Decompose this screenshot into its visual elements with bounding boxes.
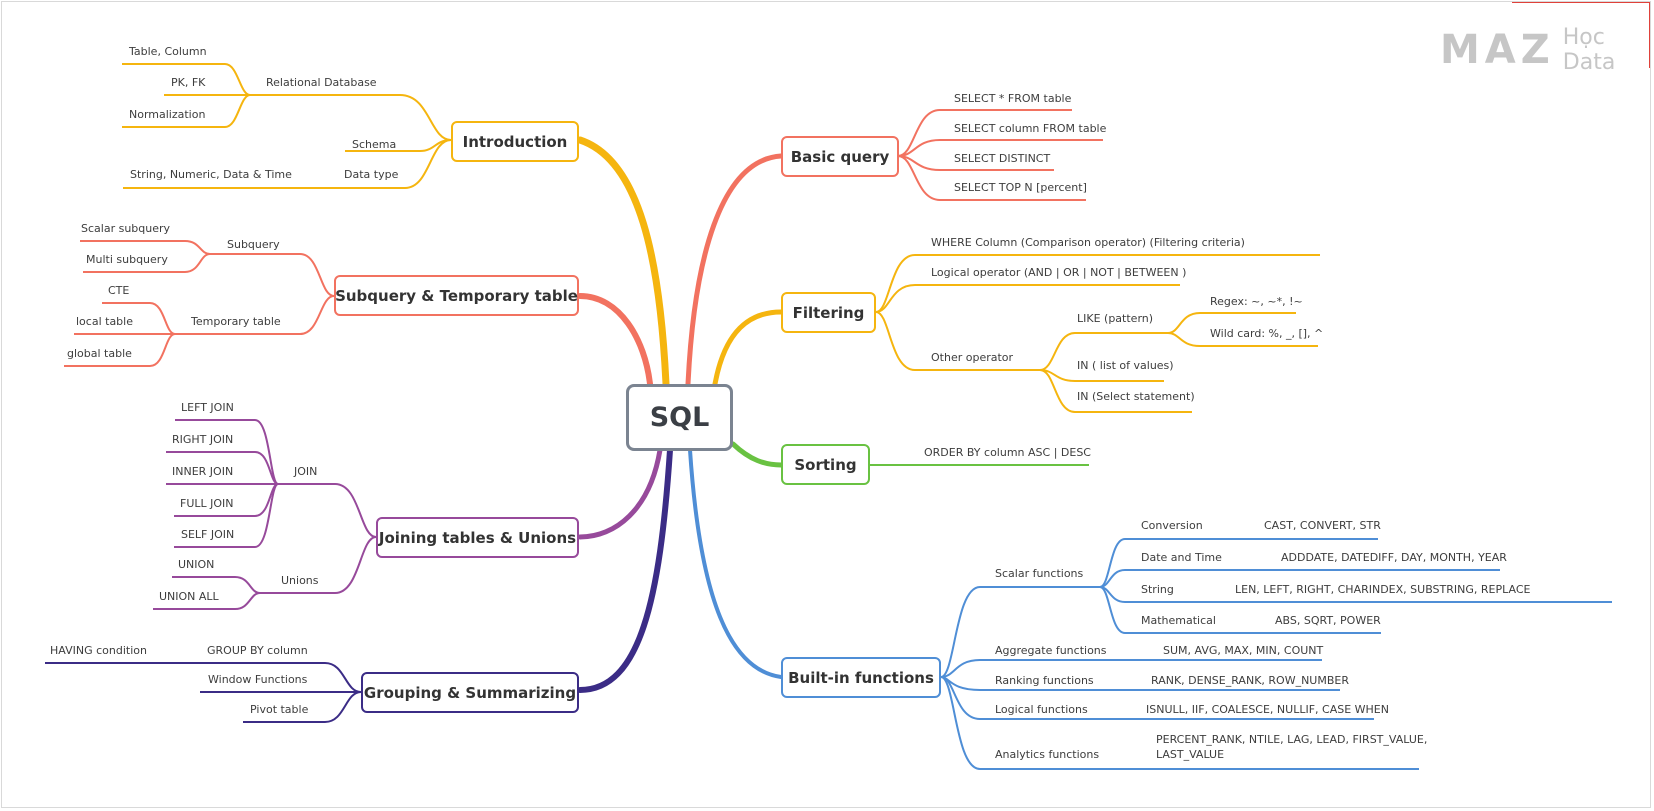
label-in-list: IN ( list of values) <box>1077 359 1174 372</box>
label-analytics-values-1: PERCENT_RANK, NTILE, LAG, LEAD, FIRST_VA… <box>1156 733 1428 746</box>
label-aggregate: Aggregate functions <box>995 644 1107 657</box>
label-data-type: Data type <box>344 168 399 181</box>
label-mathematical-values: ABS, SQRT, POWER <box>1275 614 1381 627</box>
branch-filtering <box>712 309 784 387</box>
label-pk-fk: PK, FK <box>171 76 206 89</box>
label-logical-operator: Logical operator (AND | OR | NOT | BETWE… <box>931 266 1187 279</box>
corner-accent-line <box>1512 2 1649 3</box>
label-group-by: GROUP BY column <box>207 644 308 657</box>
branch-joining <box>577 447 663 540</box>
label-select-all: SELECT * FROM table <box>954 92 1072 105</box>
root-node-sql[interactable]: SQL <box>626 384 733 451</box>
maz-logo-text: Học Data <box>1562 25 1616 75</box>
label-select-top: SELECT TOP N [percent] <box>954 181 1087 194</box>
label-unions: Unions <box>281 574 319 587</box>
label-regex: Regex: ~, ~*, !~ <box>1210 295 1303 308</box>
label-mathematical: Mathematical <box>1141 614 1216 627</box>
label-normalization: Normalization <box>129 108 206 121</box>
label-local-table: local table <box>76 315 133 328</box>
label-schema: Schema <box>352 138 397 151</box>
label-scalar-subquery: Scalar subquery <box>81 222 171 235</box>
label-conversion: Conversion <box>1141 519 1203 532</box>
maz-logo: MAZ Học Data <box>1440 25 1654 75</box>
label-having: HAVING condition <box>50 644 147 657</box>
label-like: LIKE (pattern) <box>1077 312 1154 325</box>
label-global-table: global table <box>67 347 132 360</box>
label-logical-functions-values: ISNULL, IIF, COALESCE, NULLIF, CASE WHEN <box>1146 703 1389 716</box>
topic-subquery-temporary-table[interactable]: Subquery & Temporary table <box>334 275 579 316</box>
label-select-column: SELECT column FROM table <box>954 122 1107 135</box>
label-ranking: Ranking functions <box>995 674 1094 687</box>
branch-basic-query <box>685 153 784 387</box>
branch-subquery <box>577 293 653 387</box>
label-subquery: Subquery <box>227 238 280 251</box>
label-analytics: Analytics functions <box>995 748 1100 761</box>
label-wildcard: Wild card: %, _, [], ^ <box>1210 327 1324 340</box>
topic-grouping-summarizing[interactable]: Grouping & Summarizing <box>361 672 579 713</box>
label-conversion-values: CAST, CONVERT, STR <box>1264 519 1381 532</box>
label-date-time: Date and Time <box>1141 551 1222 564</box>
branch-sorting <box>730 441 784 468</box>
topic-basic-query[interactable]: Basic query <box>781 136 899 177</box>
label-select-distinct: SELECT DISTINCT <box>954 152 1051 165</box>
label-full-join: FULL JOIN <box>180 497 234 510</box>
label-analytics-values-2: LAST_VALUE <box>1156 748 1225 761</box>
label-aggregate-values: SUM, AVG, MAX, MIN, COUNT <box>1163 644 1324 657</box>
topic-filtering[interactable]: Filtering <box>781 292 876 333</box>
topic-joining-tables-unions[interactable]: Joining tables & Unions <box>376 517 579 558</box>
label-left-join: LEFT JOIN <box>181 401 234 414</box>
label-pivot-table: Pivot table <box>250 703 309 716</box>
label-where: WHERE Column (Comparison operator) (Filt… <box>931 236 1245 249</box>
label-data-type-values: String, Numeric, Data & Time <box>130 168 292 181</box>
label-date-time-values: ADDDATE, DATEDIFF, DAY, MONTH, YEAR <box>1281 551 1507 564</box>
topic-introduction[interactable]: Introduction <box>451 121 579 162</box>
maz-logo-mark: MAZ <box>1440 27 1555 73</box>
label-table-column: Table, Column <box>129 45 207 58</box>
label-in-select: IN (Select statement) <box>1077 390 1195 403</box>
label-inner-join: INNER JOIN <box>172 465 234 478</box>
label-relational-database: Relational Database <box>266 76 377 89</box>
branch-builtin <box>688 448 783 679</box>
label-string-values: LEN, LEFT, RIGHT, CHARINDEX, SUBSTRING, … <box>1235 583 1531 596</box>
label-temporary-table: Temporary table <box>191 315 281 328</box>
label-union: UNION <box>178 558 215 571</box>
label-union-all: UNION ALL <box>159 590 219 603</box>
label-window-functions: Window Functions <box>208 673 308 686</box>
topic-sorting[interactable]: Sorting <box>781 444 870 485</box>
label-scalar-functions: Scalar functions <box>995 567 1084 580</box>
label-string: String <box>1141 583 1174 596</box>
label-cte: CTE <box>108 284 130 297</box>
branch-introduction <box>576 136 670 388</box>
label-right-join: RIGHT JOIN <box>172 433 234 446</box>
branch-grouping <box>577 447 673 693</box>
label-order-by: ORDER BY column ASC | DESC <box>924 446 1091 459</box>
label-join: JOIN <box>294 465 318 478</box>
label-self-join: SELF JOIN <box>181 528 235 541</box>
topic-builtin-functions[interactable]: Built-in functions <box>781 657 941 698</box>
label-multi-subquery: Multi subquery <box>86 253 168 266</box>
label-other-operator: Other operator <box>931 351 1014 364</box>
label-logical-functions: Logical functions <box>995 703 1088 716</box>
corner-accent-line-vertical <box>1649 2 1650 68</box>
label-ranking-values: RANK, DENSE_RANK, ROW_NUMBER <box>1151 674 1349 687</box>
